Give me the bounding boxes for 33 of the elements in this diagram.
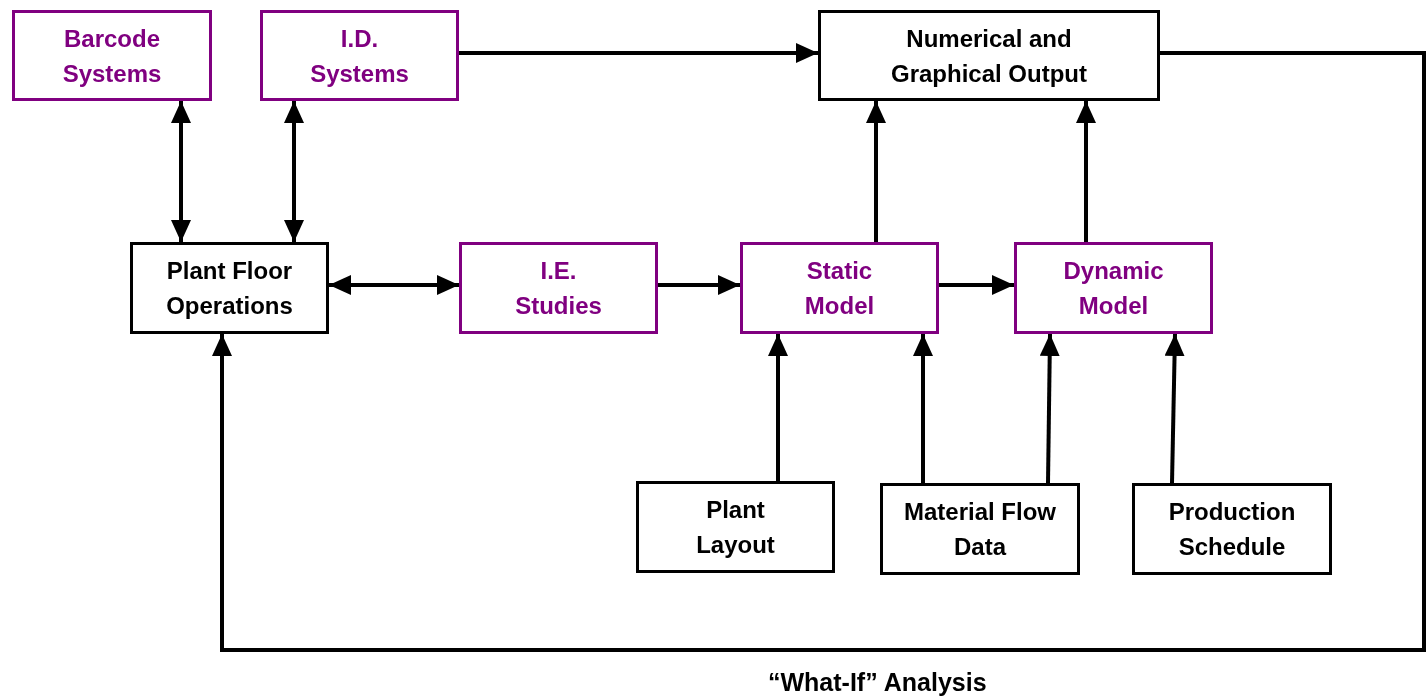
process-box bbox=[818, 10, 1160, 101]
arrow bbox=[939, 275, 1014, 295]
arrow bbox=[284, 101, 304, 242]
box-label: Dynamic Model bbox=[1062, 256, 1165, 321]
box-label: Production Schedule bbox=[1167, 497, 1297, 562]
process-box bbox=[12, 10, 212, 101]
box-label: Barcode Systems bbox=[61, 23, 163, 89]
process-box bbox=[260, 10, 459, 101]
process-box bbox=[459, 242, 658, 334]
box-label: Numerical and Graphical Output bbox=[890, 23, 1088, 89]
process-box bbox=[636, 481, 835, 573]
box-label: I.D. Systems bbox=[309, 23, 410, 89]
arrow bbox=[768, 334, 788, 481]
arrow bbox=[658, 275, 740, 295]
arrow bbox=[459, 43, 818, 63]
arrow bbox=[212, 51, 1426, 652]
arrow bbox=[1076, 101, 1096, 242]
arrow bbox=[1164, 333, 1185, 484]
process-box bbox=[740, 242, 939, 334]
arrow bbox=[913, 334, 933, 483]
arrow bbox=[866, 101, 886, 242]
box-label: Material Flow Data bbox=[903, 497, 1057, 562]
box-label: Plant Layout bbox=[695, 495, 776, 560]
process-box bbox=[1132, 483, 1332, 575]
process-box bbox=[1014, 242, 1213, 334]
process-box bbox=[880, 483, 1080, 575]
arrow bbox=[171, 101, 191, 242]
arrow bbox=[329, 275, 459, 295]
box-label: Static Model bbox=[803, 256, 876, 321]
process-box bbox=[130, 242, 329, 334]
box-label: Plant Floor Operations bbox=[165, 256, 294, 321]
arrow bbox=[1039, 333, 1060, 484]
box-label: I.E. Studies bbox=[514, 256, 603, 321]
